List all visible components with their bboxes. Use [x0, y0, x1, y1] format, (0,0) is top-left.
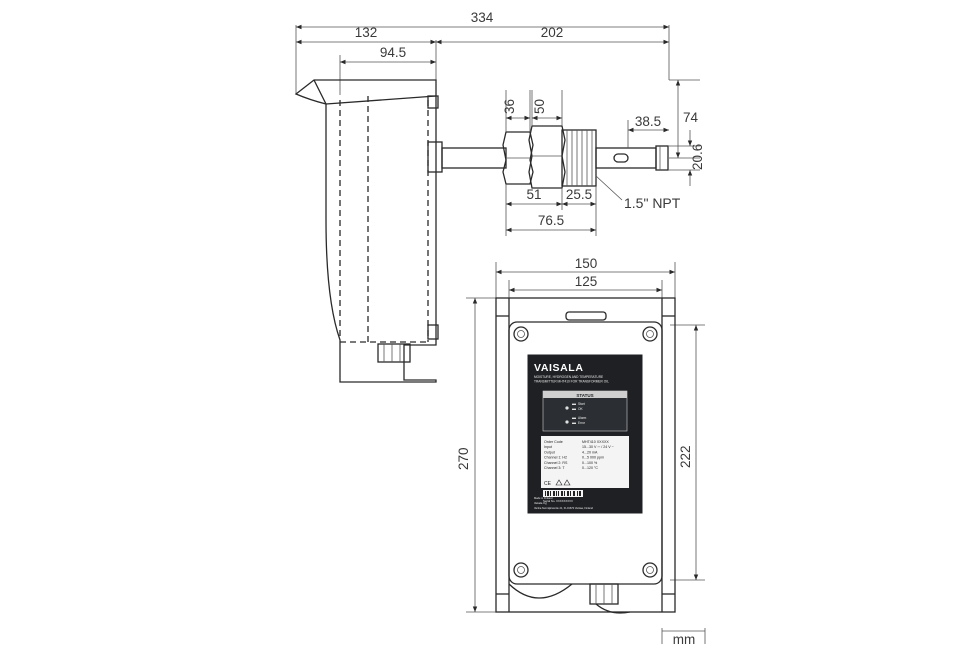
company-name: Vaisala Oyj	[534, 501, 547, 505]
cert-marks-icon: CE	[544, 479, 571, 487]
thread-spec-label: 1.5" NPT	[624, 195, 681, 211]
dim-enclosure-depth: 132	[355, 25, 378, 40]
dim-probe-length: 202	[541, 25, 564, 40]
dim-nut2: 50	[532, 99, 547, 114]
spec-label	[541, 436, 629, 488]
spec-key: Channel 1: H2	[544, 456, 567, 460]
dim-fitting-total: 76.5	[538, 213, 564, 228]
unit-label: mm	[673, 632, 696, 647]
spec-value: 0...100 %	[582, 461, 598, 465]
spec-table: Order Code MHT410 XXXXX Input 15...30 V ⎓ /…	[544, 440, 614, 470]
unit-indicator: mm	[661, 628, 706, 647]
dim-nut1: 36	[502, 99, 517, 114]
dim-thread-length: 25.5	[566, 187, 592, 202]
probe-nut-2	[528, 125, 566, 189]
led-start-ok-icon	[565, 406, 569, 410]
spec-value: 0...120 °C	[582, 466, 598, 470]
spec-key: Input	[544, 445, 552, 449]
made-in: Made in Finland	[534, 496, 553, 500]
led-label-start: Start	[578, 402, 585, 406]
spec-key: Output	[544, 450, 555, 454]
led-alarm-error-icon	[565, 420, 569, 424]
dim-overall-width: 334	[471, 10, 494, 25]
spec-value: MHT410 XXXXX	[582, 440, 609, 444]
probe-shaft	[441, 147, 507, 169]
company-address: Vanha Nurmijärventie 21, FI-01670 Vantaa…	[534, 506, 593, 510]
probe-tip	[655, 145, 669, 171]
dim-probe-diameter: 20.6	[690, 144, 705, 170]
dim-front-width: 150	[575, 256, 598, 271]
enclosure-front-outline	[495, 297, 676, 613]
lid-screw-icon	[513, 326, 658, 578]
front-view: 150 125 270 222	[456, 256, 705, 614]
probe-tube	[595, 147, 657, 169]
barcode-icon	[543, 490, 583, 497]
product-line-2: TRANSMITTER MHT410 FOR TRANSFORMER OIL	[534, 380, 609, 384]
serial-number: Serial No. XXXXXXXXX	[543, 499, 573, 503]
spec-key: Channel 2: RS	[544, 461, 568, 465]
dim-probe-tip: 38.5	[635, 114, 661, 129]
spec-key: Channel 3: T	[544, 466, 565, 470]
spec-value: 15...30 V ⎓ / 24 V ~	[582, 445, 614, 449]
dim-front-inner-height: 222	[678, 445, 693, 468]
spec-value: 4...20 mA	[582, 450, 598, 454]
dim-probe-height: 74	[683, 110, 699, 125]
side-cable-gland	[377, 343, 411, 363]
status-title: STATUS	[576, 393, 593, 398]
dim-front-height: 270	[456, 447, 471, 470]
led-label-error: Error	[578, 421, 586, 425]
spec-key: Order Code	[544, 440, 563, 444]
led-label-alarm: Alarm	[578, 416, 587, 420]
dim-fitting-length: 51	[526, 187, 541, 202]
side-view: 334 132 202 94.5 36 50 38.5 74 20.6	[294, 10, 705, 383]
svg-text:CE: CE	[544, 481, 552, 487]
probe-nut-1	[502, 131, 534, 185]
dim-inner-depth: 94.5	[380, 45, 406, 60]
enclosure-lid	[508, 321, 663, 585]
spec-value: 0...5 000 ppm	[582, 456, 604, 460]
led-label-ok: OK	[578, 407, 583, 411]
dim-front-inner-width: 125	[575, 274, 598, 289]
enclosure-side-outline	[294, 79, 437, 383]
brand-logo: VAISALA	[534, 362, 584, 374]
product-line-1: MOISTURE, HYDROGEN AND TEMPERATURE	[534, 375, 603, 379]
